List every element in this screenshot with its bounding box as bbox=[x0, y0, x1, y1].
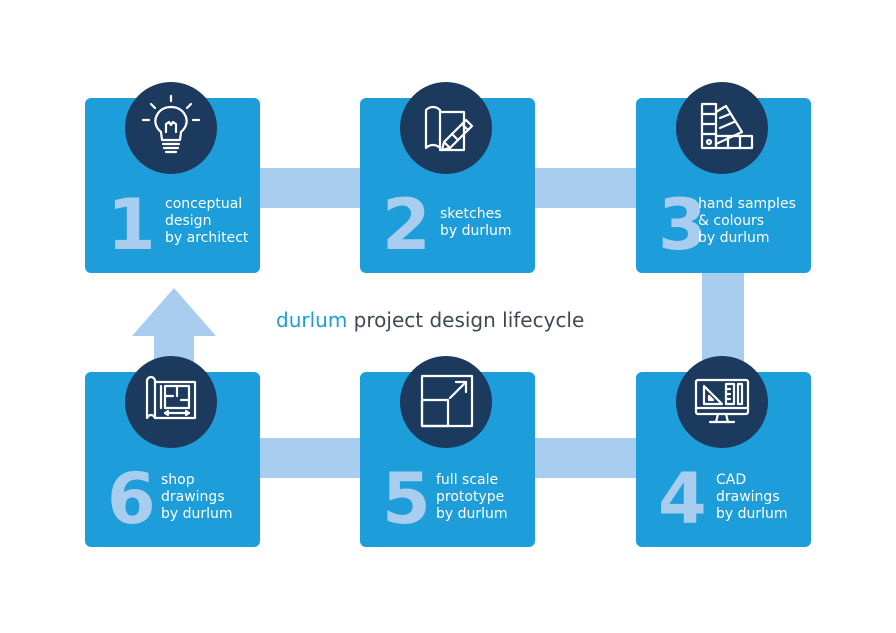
step-label: sketches by durlum bbox=[440, 206, 532, 240]
connector-2-3 bbox=[533, 168, 639, 208]
up-arrow-icon bbox=[132, 288, 216, 380]
step-label: hand samples & colours by durlum bbox=[698, 196, 796, 247]
step-label-line: drawings bbox=[716, 489, 780, 505]
step-label-line: full scale bbox=[436, 472, 499, 488]
step-label: conceptual design by architect bbox=[165, 196, 257, 247]
connector-1-2 bbox=[258, 168, 364, 208]
scale-arrow-icon bbox=[400, 356, 492, 448]
step-label: CAD drawings by durlum bbox=[716, 472, 808, 523]
step-label-line: by durlum bbox=[698, 230, 770, 246]
step-label-line: design bbox=[165, 213, 212, 229]
step-number: 4 bbox=[658, 458, 707, 540]
title-brand: durlum bbox=[276, 308, 348, 332]
step-label-line: prototype bbox=[436, 489, 505, 505]
step-label-line: drawings bbox=[161, 489, 225, 505]
diagram-title: durlum project design lifecycle bbox=[276, 308, 584, 332]
step-label-line: by durlum bbox=[716, 506, 788, 522]
step-box-1: 1 conceptual design by architect bbox=[85, 82, 260, 273]
step-label-line: hand samples bbox=[698, 196, 796, 212]
lightbulb-icon bbox=[125, 82, 217, 174]
step-number: 6 bbox=[107, 458, 156, 540]
connector-4-5 bbox=[533, 438, 639, 478]
step-label-line: CAD bbox=[716, 472, 747, 488]
color-swatch-icon bbox=[676, 82, 768, 174]
step-label-line: by architect bbox=[165, 230, 249, 246]
step-box-6: 6 shop drawings by durlum bbox=[85, 356, 260, 547]
step-box-5: 5 full scale prototype by durlum bbox=[360, 356, 535, 547]
step-label-line: & colours bbox=[698, 213, 765, 229]
step-label-line: conceptual bbox=[165, 196, 243, 212]
step-number: 2 bbox=[382, 184, 431, 266]
step-box-4: 4 CAD drawings by durlum bbox=[636, 356, 811, 547]
step-number: 3 bbox=[658, 184, 707, 266]
connector-5-6 bbox=[258, 438, 364, 478]
step-number: 1 bbox=[107, 184, 156, 266]
step-label-line: by durlum bbox=[440, 223, 512, 239]
step-label-line: by durlum bbox=[436, 506, 508, 522]
step-label-line: shop bbox=[161, 472, 195, 488]
step-label: shop drawings by durlum bbox=[161, 472, 253, 523]
step-label: full scale prototype by durlum bbox=[436, 472, 528, 523]
blueprint-icon bbox=[125, 356, 217, 448]
sketch-pencil-icon bbox=[400, 82, 492, 174]
step-number: 5 bbox=[382, 458, 431, 540]
step-label-line: by durlum bbox=[161, 506, 233, 522]
step-label-line: sketches bbox=[440, 206, 502, 222]
step-box-2: 2 sketches by durlum bbox=[360, 82, 535, 273]
cad-monitor-icon bbox=[676, 356, 768, 448]
title-rest: project design lifecycle bbox=[353, 308, 585, 332]
step-box-3: 3 hand samples & colours by durlum bbox=[636, 82, 811, 273]
